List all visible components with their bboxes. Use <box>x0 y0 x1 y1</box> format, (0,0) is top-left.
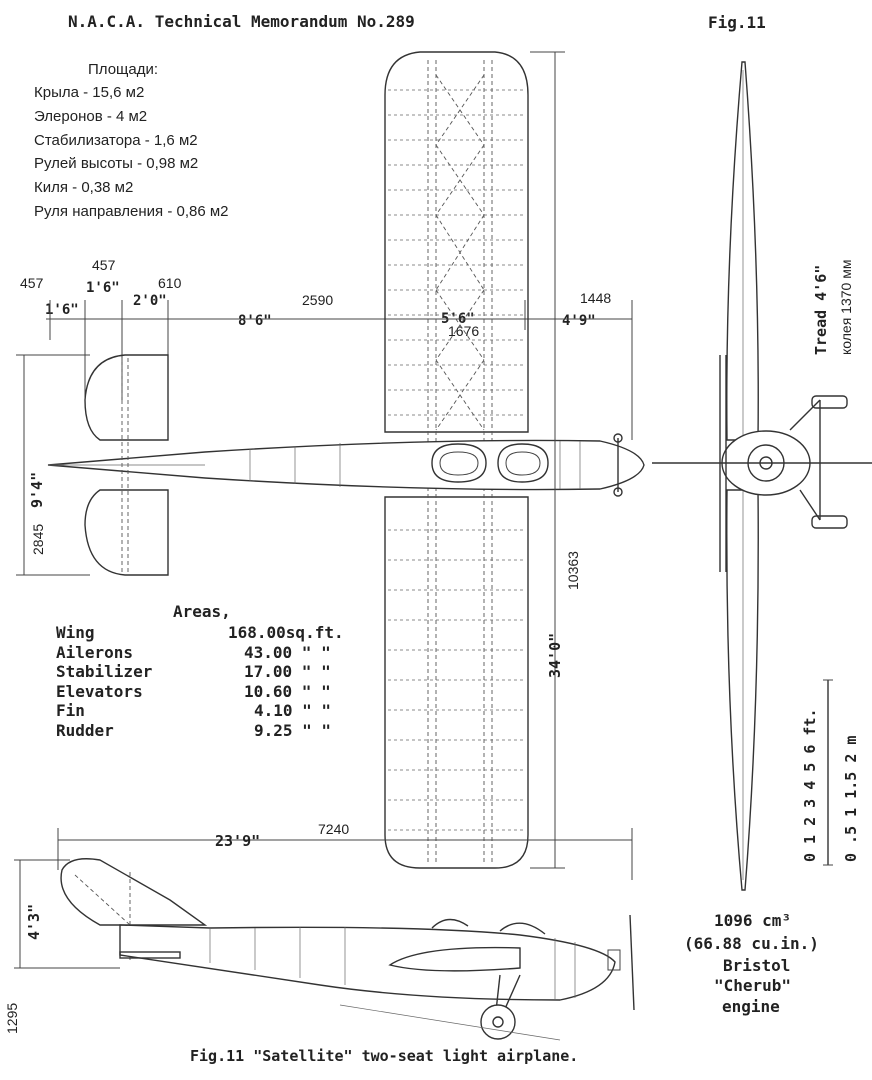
figure-caption: Fig.11 "Satellite" two-seat light airpla… <box>190 1047 578 1065</box>
dim-1295: 1295 <box>4 1003 20 1034</box>
dim-8ft6: 8'6" <box>238 313 272 329</box>
dim-457-left: 457 <box>20 275 44 291</box>
area-row-name: Elevators <box>56 682 143 701</box>
area-row-name: Ailerons <box>56 643 133 662</box>
fig-label: Fig.11 <box>708 13 766 32</box>
dim-4ft9: 4'9" <box>562 313 596 329</box>
memo-title: N.A.C.A. Technical Memorandum No.289 <box>68 12 415 31</box>
ru-area-line: Крыла - 15,6 м2 <box>34 84 144 101</box>
area-row-value: 17.00 " " <box>244 662 331 681</box>
area-row-value: 4.10 " " <box>254 701 331 720</box>
ru-area-line: Киля - 0,38 м2 <box>34 179 133 196</box>
area-row-name: Stabilizer <box>56 662 152 681</box>
engine-line: Bristol <box>723 956 790 975</box>
dim-23ft9: 23'9" <box>215 832 260 850</box>
engine-line: engine <box>722 997 780 1016</box>
area-row-name: Rudder <box>56 721 114 740</box>
side-view <box>60 858 635 1041</box>
dim-9ft4: 9'4" <box>28 472 46 508</box>
dim-457-upper: 457 <box>92 257 116 273</box>
ru-area-line: Элеронов - 4 м2 <box>34 108 147 125</box>
area-row-value: 43.00 " " <box>244 643 331 662</box>
dim-2590: 2590 <box>302 292 333 308</box>
engine-line: "Cherub" <box>714 976 791 995</box>
ru-area-line: Руля направления - 0,86 м2 <box>34 203 229 220</box>
dim-7240: 7240 <box>318 821 349 837</box>
ru-areas-title: Площади: <box>88 61 158 78</box>
front-view <box>652 61 872 891</box>
areas-title: Areas, <box>173 602 231 621</box>
dim-1ft6-upper: 1'6" <box>86 280 120 296</box>
area-row-name: Wing <box>56 623 95 642</box>
scale-m: 0 .5 1 1.5 2 m <box>842 736 860 862</box>
dim-2845: 2845 <box>30 524 46 555</box>
area-row-value: 10.60 " " <box>244 682 331 701</box>
dim-1ft6: 1'6" <box>45 302 79 318</box>
dim-610: 610 <box>158 275 182 291</box>
area-row-value: 9.25 " " <box>254 721 331 740</box>
dim-4ft3: 4'3" <box>25 904 43 940</box>
dim-2ft0: 2'0" <box>133 293 167 309</box>
dim-tread: Tread 4'6" <box>812 265 830 355</box>
engine-line: (66.88 cu.in.) <box>684 934 819 953</box>
area-row-value: 168.00sq.ft. <box>228 623 344 642</box>
dim-34ft0: 34'0" <box>546 633 564 678</box>
dim-tread-ru: колея 1370 мм <box>838 260 854 355</box>
area-row-name: Fin <box>56 701 85 720</box>
ru-area-line: Стабилизатора - 1,6 м2 <box>34 132 198 149</box>
plan-fuselage <box>47 354 645 576</box>
dim-1448: 1448 <box>580 290 611 306</box>
scale-ft: 0 1 2 3 4 5 6 ft. <box>801 708 819 862</box>
ru-area-line: Рулей высоты - 0,98 м2 <box>34 155 198 172</box>
scale-bar <box>823 679 833 866</box>
engine-line: 1096 cm³ <box>714 911 791 930</box>
dim-10363: 10363 <box>565 551 581 590</box>
